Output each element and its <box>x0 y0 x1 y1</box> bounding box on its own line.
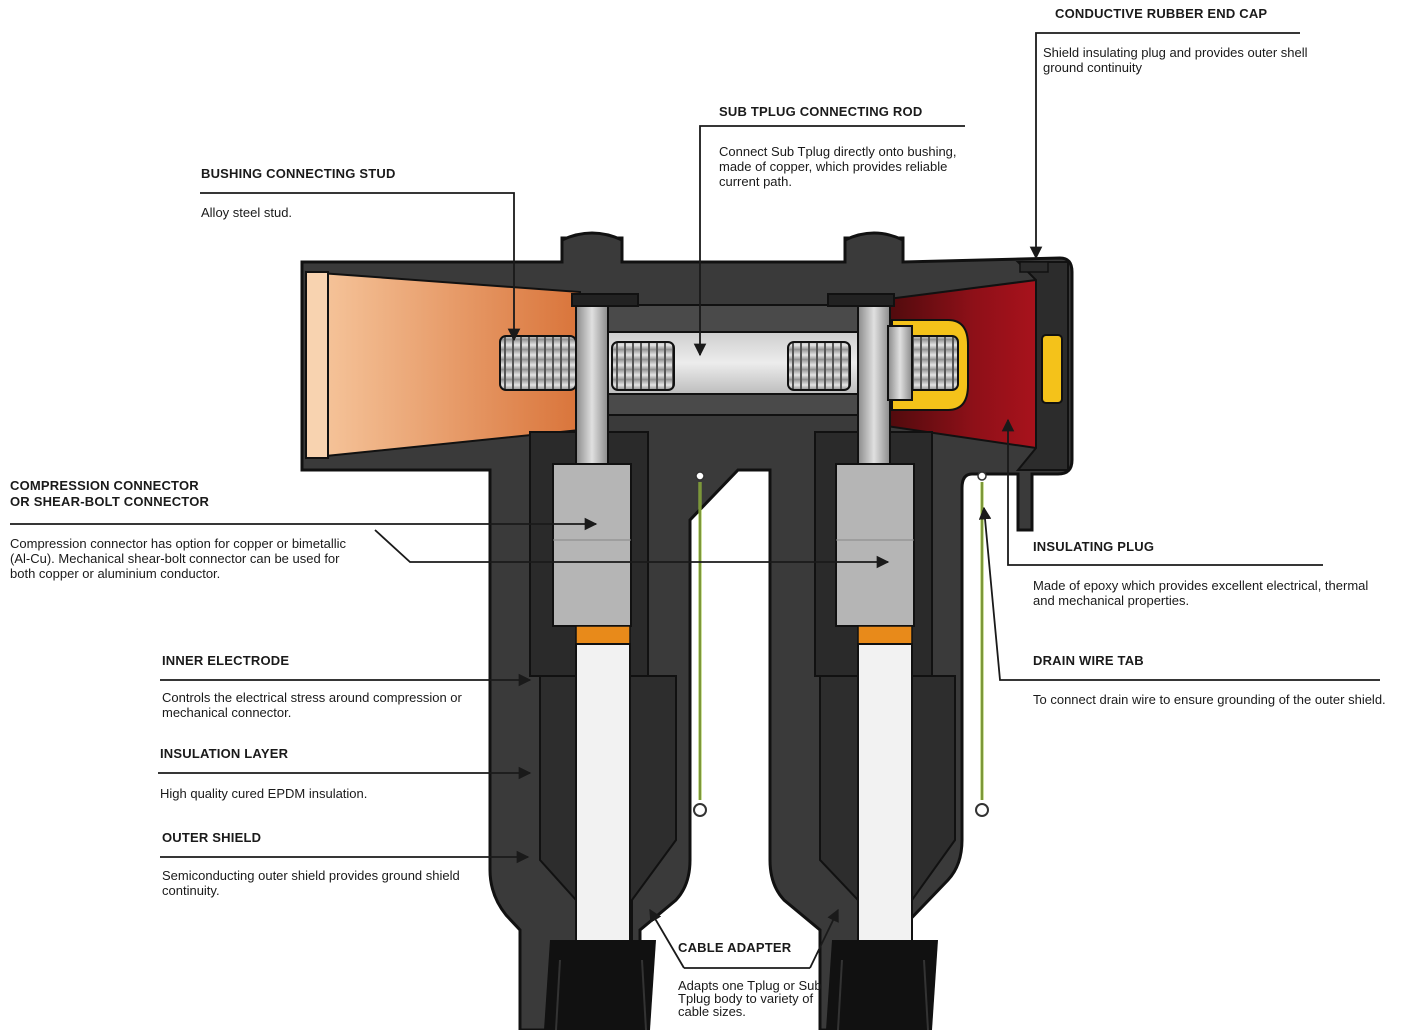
end-cap-yellow-insert <box>1041 334 1063 404</box>
left-cable-insulation <box>575 643 631 945</box>
insulation-layer-desc: High quality cured EPDM insulation. <box>160 786 368 801</box>
leader-bushing-stud <box>200 192 521 342</box>
conductive-cap-title: CONDUCTIVE RUBBER END CAP <box>1055 6 1268 21</box>
cable-adapter-title: CABLE ADAPTER <box>678 940 792 955</box>
bushing-cavity-lip <box>305 271 329 459</box>
right-cable-jacket <box>826 940 938 1030</box>
leader-connecting-rod <box>693 125 965 357</box>
right-compression-connector <box>835 463 915 627</box>
right-orange-band <box>857 625 913 645</box>
left-top-bump <box>561 231 623 242</box>
drain-wire-tab-title: DRAIN WIRE TAB <box>1033 653 1144 668</box>
tplug-body <box>300 231 1074 1030</box>
drain-wire-tab-desc: To connect drain wire to ensure groundin… <box>1033 692 1386 707</box>
left-cable-jacket <box>544 940 656 1030</box>
rod-thread-right <box>787 341 851 391</box>
left-compression-connector <box>552 463 632 627</box>
left-stem <box>575 305 609 467</box>
plug-nut <box>887 325 913 401</box>
left-drain-wire <box>693 471 707 817</box>
outer-shield-desc: Semiconducting outer shield provides gro… <box>162 868 460 898</box>
right-drain-wire <box>975 471 989 817</box>
bushing-stud-title: BUSHING CONNECTING STUD <box>201 166 396 181</box>
right-stem-cap <box>827 293 895 307</box>
compression-connector-title: COMPRESSION CONNECTOR OR SHEAR-BOLT CONN… <box>10 478 210 509</box>
left-stem-cap <box>571 293 639 307</box>
leader-conductive-cap <box>1029 32 1300 260</box>
connecting-rod-title: SUB TPLUG CONNECTING ROD <box>719 104 923 119</box>
insulating-plug-desc: Made of epoxy which provides excellent e… <box>1033 578 1369 608</box>
end-cap-notch <box>1019 261 1049 273</box>
left-orange-band <box>575 625 631 645</box>
cable-adapter-desc: Adapts one Tplug or Sub Tplug body to va… <box>678 978 822 1019</box>
bushing-stud-desc: Alloy steel stud. <box>201 205 293 220</box>
leader-cable-adapter-right <box>809 908 839 969</box>
leader-compression-right <box>374 529 890 569</box>
rod-thread-left <box>611 341 675 391</box>
leader-lines <box>10 32 1380 969</box>
leader-drain-wire <box>978 506 1380 681</box>
connecting-rod-desc: Connect Sub Tplug directly onto bushing,… <box>719 144 957 189</box>
inner-electrode-desc: Controls the electrical stress around co… <box>162 690 462 720</box>
compression-connector-desc: Compression connector has option for cop… <box>10 536 347 581</box>
leader-cable-adapter-left <box>649 908 685 969</box>
insulation-layer-title: INSULATION LAYER <box>160 746 289 761</box>
outer-shield-title: OUTER SHIELD <box>162 830 262 845</box>
right-top-bump <box>844 231 904 242</box>
leader-insulating-plug <box>1001 418 1323 566</box>
right-cable-insulation <box>857 643 913 945</box>
inner-electrode-title: INNER ELECTRODE <box>162 653 290 668</box>
right-stem <box>857 305 891 467</box>
insulating-plug-title: INSULATING PLUG <box>1033 539 1155 554</box>
conductive-cap-desc: Shield insulating plug and provides oute… <box>1043 45 1308 75</box>
bushing-stud <box>499 335 577 391</box>
